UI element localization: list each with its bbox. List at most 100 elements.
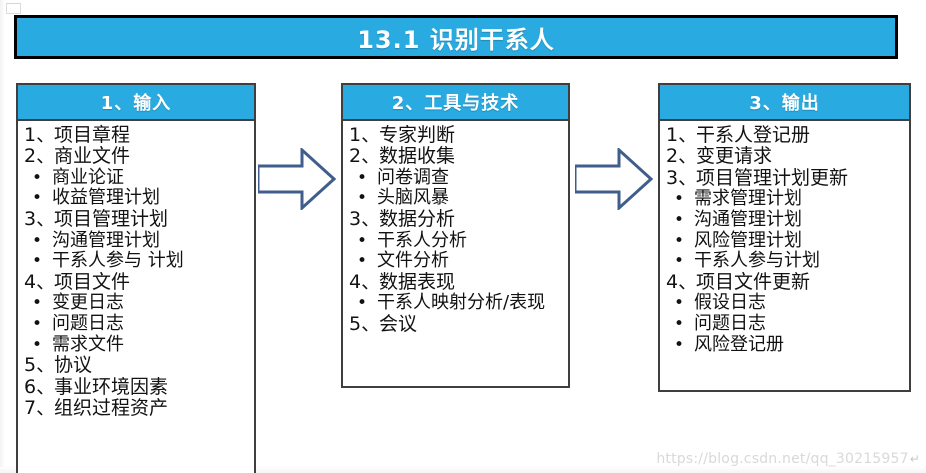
list-item: 5、协议 bbox=[22, 354, 252, 377]
item-label: 需求文件 bbox=[52, 333, 124, 355]
item-label: 干系人参与计划 bbox=[694, 250, 820, 272]
list-item: • 变更日志 bbox=[22, 292, 252, 314]
list-item: • 风险登记册 bbox=[664, 333, 907, 355]
item-label: 沟通管理计划 bbox=[694, 208, 802, 230]
bullet-icon: • bbox=[673, 209, 685, 230]
item-marker: 6、 bbox=[24, 375, 56, 398]
item-marker: 2、 bbox=[349, 145, 381, 168]
list-item: • 沟通管理计划 bbox=[664, 208, 907, 230]
item-label: 项目章程 bbox=[54, 124, 131, 146]
item-label: 干系人登记册 bbox=[696, 124, 811, 146]
list-item: • 干系人参与 计划 bbox=[22, 250, 252, 272]
bullet-icon: • bbox=[31, 293, 43, 314]
list-item: •干系人分析 bbox=[347, 230, 566, 251]
item-marker: 1、 bbox=[349, 124, 381, 146]
item-label: 协议 bbox=[54, 354, 93, 377]
list-item: •风险管理计划 bbox=[664, 231, 907, 251]
column-tools: 2、工具与技术 1、专家判断 2、数据收集 •问卷调查 •头脑风暴 3、数据分析… bbox=[341, 83, 570, 388]
column-input-header: 1、输入 bbox=[18, 85, 254, 121]
item-label: 文件分析 bbox=[377, 250, 449, 272]
item-label: 组织过程资产 bbox=[54, 397, 169, 420]
item-label: 干系人参与 计划 bbox=[52, 250, 184, 272]
page-title: 13.1 识别干系人 bbox=[357, 25, 555, 54]
item-label: 项目管理计划更新 bbox=[696, 166, 849, 189]
list-item: 7、组织过程资产 bbox=[22, 397, 252, 420]
item-label: 问题日志 bbox=[694, 312, 766, 334]
column-input: 1、输入 1、项目章程 2、商业文件 • 商业论证 • 收益管理计划 3、项目管理计… bbox=[16, 83, 256, 473]
list-item: 1、干系人登记册 bbox=[664, 124, 907, 146]
item-marker: 5、 bbox=[24, 354, 56, 377]
column-output-title: 3、输出 bbox=[749, 93, 820, 114]
list-item: 3、项目管理计划 bbox=[22, 208, 252, 231]
left-edge-shading bbox=[0, 0, 5, 473]
column-input-title: 1、输入 bbox=[100, 93, 172, 114]
list-item: • 假设日志 bbox=[664, 292, 907, 314]
item-label: 项目文件更新 bbox=[696, 270, 811, 293]
list-item: 3、数据分析 bbox=[347, 208, 566, 231]
item-label: 项目管理计划 bbox=[54, 208, 169, 231]
list-item: 5、会议 bbox=[347, 312, 566, 335]
list-item: • 商业论证 bbox=[22, 166, 252, 188]
item-marker: 1、 bbox=[666, 124, 698, 146]
item-label: 需求管理计划 bbox=[694, 188, 802, 210]
item-marker: 3、 bbox=[666, 166, 698, 189]
watermark-url: https://blog.csdn.net/qq_30215957 bbox=[656, 451, 909, 467]
item-label: 事业环境因素 bbox=[54, 375, 169, 398]
list-item: • 问题日志 bbox=[664, 312, 907, 334]
item-label: 数据表现 bbox=[379, 270, 456, 293]
list-item: 4、数据表现 bbox=[347, 270, 566, 293]
item-marker: 3、 bbox=[349, 208, 381, 231]
bullet-icon: • bbox=[356, 230, 368, 251]
list-item: 4、项目文件更新 bbox=[664, 270, 907, 293]
item-label: 假设日志 bbox=[694, 292, 766, 314]
item-marker: 2、 bbox=[666, 145, 698, 168]
list-item: • 文件分析 bbox=[347, 250, 566, 272]
corner-artifact-icon bbox=[6, 3, 21, 14]
list-item: 1、项目章程 bbox=[22, 124, 252, 146]
bullet-icon: • bbox=[31, 230, 43, 251]
pilcrow-icon: ↵ bbox=[909, 452, 920, 466]
item-label: 收益管理计划 bbox=[52, 187, 160, 209]
bullet-icon: • bbox=[673, 251, 685, 272]
list-item: • 干系人参与计划 bbox=[664, 250, 907, 272]
item-label: 干系人映射分析/表现 bbox=[377, 292, 546, 314]
item-label: 商业论证 bbox=[52, 166, 124, 188]
bullet-icon: • bbox=[31, 334, 43, 355]
column-tools-list: 1、专家判断 2、数据收集 •问卷调查 •头脑风暴 3、数据分析 •干系人分析 … bbox=[343, 121, 568, 338]
column-output-header: 3、输出 bbox=[660, 85, 909, 121]
bullet-icon: • bbox=[356, 188, 368, 209]
item-marker: 5、 bbox=[349, 312, 381, 335]
item-label: 专家判断 bbox=[379, 124, 456, 146]
bullet-icon: • bbox=[31, 167, 43, 188]
bullet-icon: • bbox=[673, 293, 685, 314]
item-label: 变更请求 bbox=[696, 145, 773, 168]
bullet-icon: • bbox=[673, 334, 685, 355]
arrow-tools-to-output-icon bbox=[573, 146, 654, 212]
list-item: •干系人映射分析/表现 bbox=[347, 292, 566, 314]
list-item: • 问卷调查 bbox=[347, 166, 566, 188]
bullet-icon: • bbox=[356, 167, 368, 188]
item-marker: 1、 bbox=[24, 124, 56, 146]
bullet-icon: • bbox=[673, 313, 685, 334]
list-item: • 需求文件 bbox=[22, 333, 252, 355]
bullet-icon: • bbox=[31, 188, 43, 209]
bottom-edge-shading bbox=[0, 467, 926, 473]
item-marker: 4、 bbox=[24, 270, 56, 293]
item-marker: 2、 bbox=[24, 145, 56, 168]
item-label: 问题日志 bbox=[52, 312, 124, 334]
item-label: 问卷调查 bbox=[377, 166, 449, 188]
arrow-input-to-tools-icon bbox=[256, 146, 337, 212]
column-tools-header: 2、工具与技术 bbox=[343, 85, 568, 121]
item-label: 风险登记册 bbox=[694, 333, 784, 355]
item-label: 变更日志 bbox=[52, 292, 124, 314]
bullet-icon: • bbox=[356, 251, 368, 272]
item-label: 商业文件 bbox=[54, 145, 131, 168]
item-label: 头脑风暴 bbox=[377, 187, 449, 209]
slide-title-banner: 13.1 识别干系人 bbox=[14, 15, 898, 59]
item-label: 数据分析 bbox=[379, 208, 456, 231]
bullet-icon: • bbox=[31, 251, 43, 272]
item-label: 沟通管理计划 bbox=[52, 229, 160, 251]
column-tools-title: 2、工具与技术 bbox=[391, 93, 520, 114]
item-label: 项目文件 bbox=[54, 270, 131, 293]
